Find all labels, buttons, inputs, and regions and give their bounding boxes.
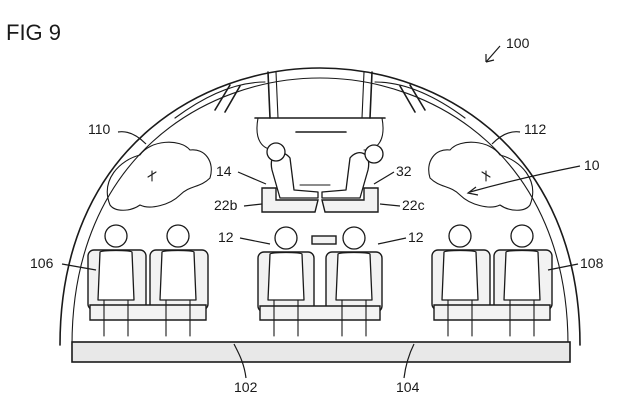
overhead-bin-right [428,141,534,211]
label-12-left: 12 [218,229,234,245]
leader-lines [61,45,581,379]
upper-seat-left [261,142,319,213]
label-110: 110 [88,121,111,137]
label-14: 14 [216,163,232,179]
overhead-bin-left [106,141,212,211]
seat-row-center [257,226,383,337]
label-106: 106 [30,255,54,271]
label-10: 10 [584,157,600,173]
label-102: 102 [234,379,258,395]
bin-mark-left [147,170,157,182]
upper-seat-base [311,235,337,245]
figure-title: FIG 9 [6,20,61,45]
seat-row-right [431,224,553,337]
upper-deck-frame [174,71,466,151]
bin-mark-right [481,170,491,182]
label-108: 108 [580,255,604,271]
fuselage-outer-shell [59,67,581,346]
label-22c: 22c [402,197,425,213]
label-32: 32 [396,163,412,179]
label-12-right: 12 [408,229,424,245]
label-112: 112 [524,121,547,137]
label-104: 104 [396,379,420,395]
seat-row-left [87,224,209,337]
cabin-floor [71,341,571,363]
label-100: 100 [506,35,530,51]
upper-seat-right [321,144,384,213]
label-22b: 22b [214,197,238,213]
